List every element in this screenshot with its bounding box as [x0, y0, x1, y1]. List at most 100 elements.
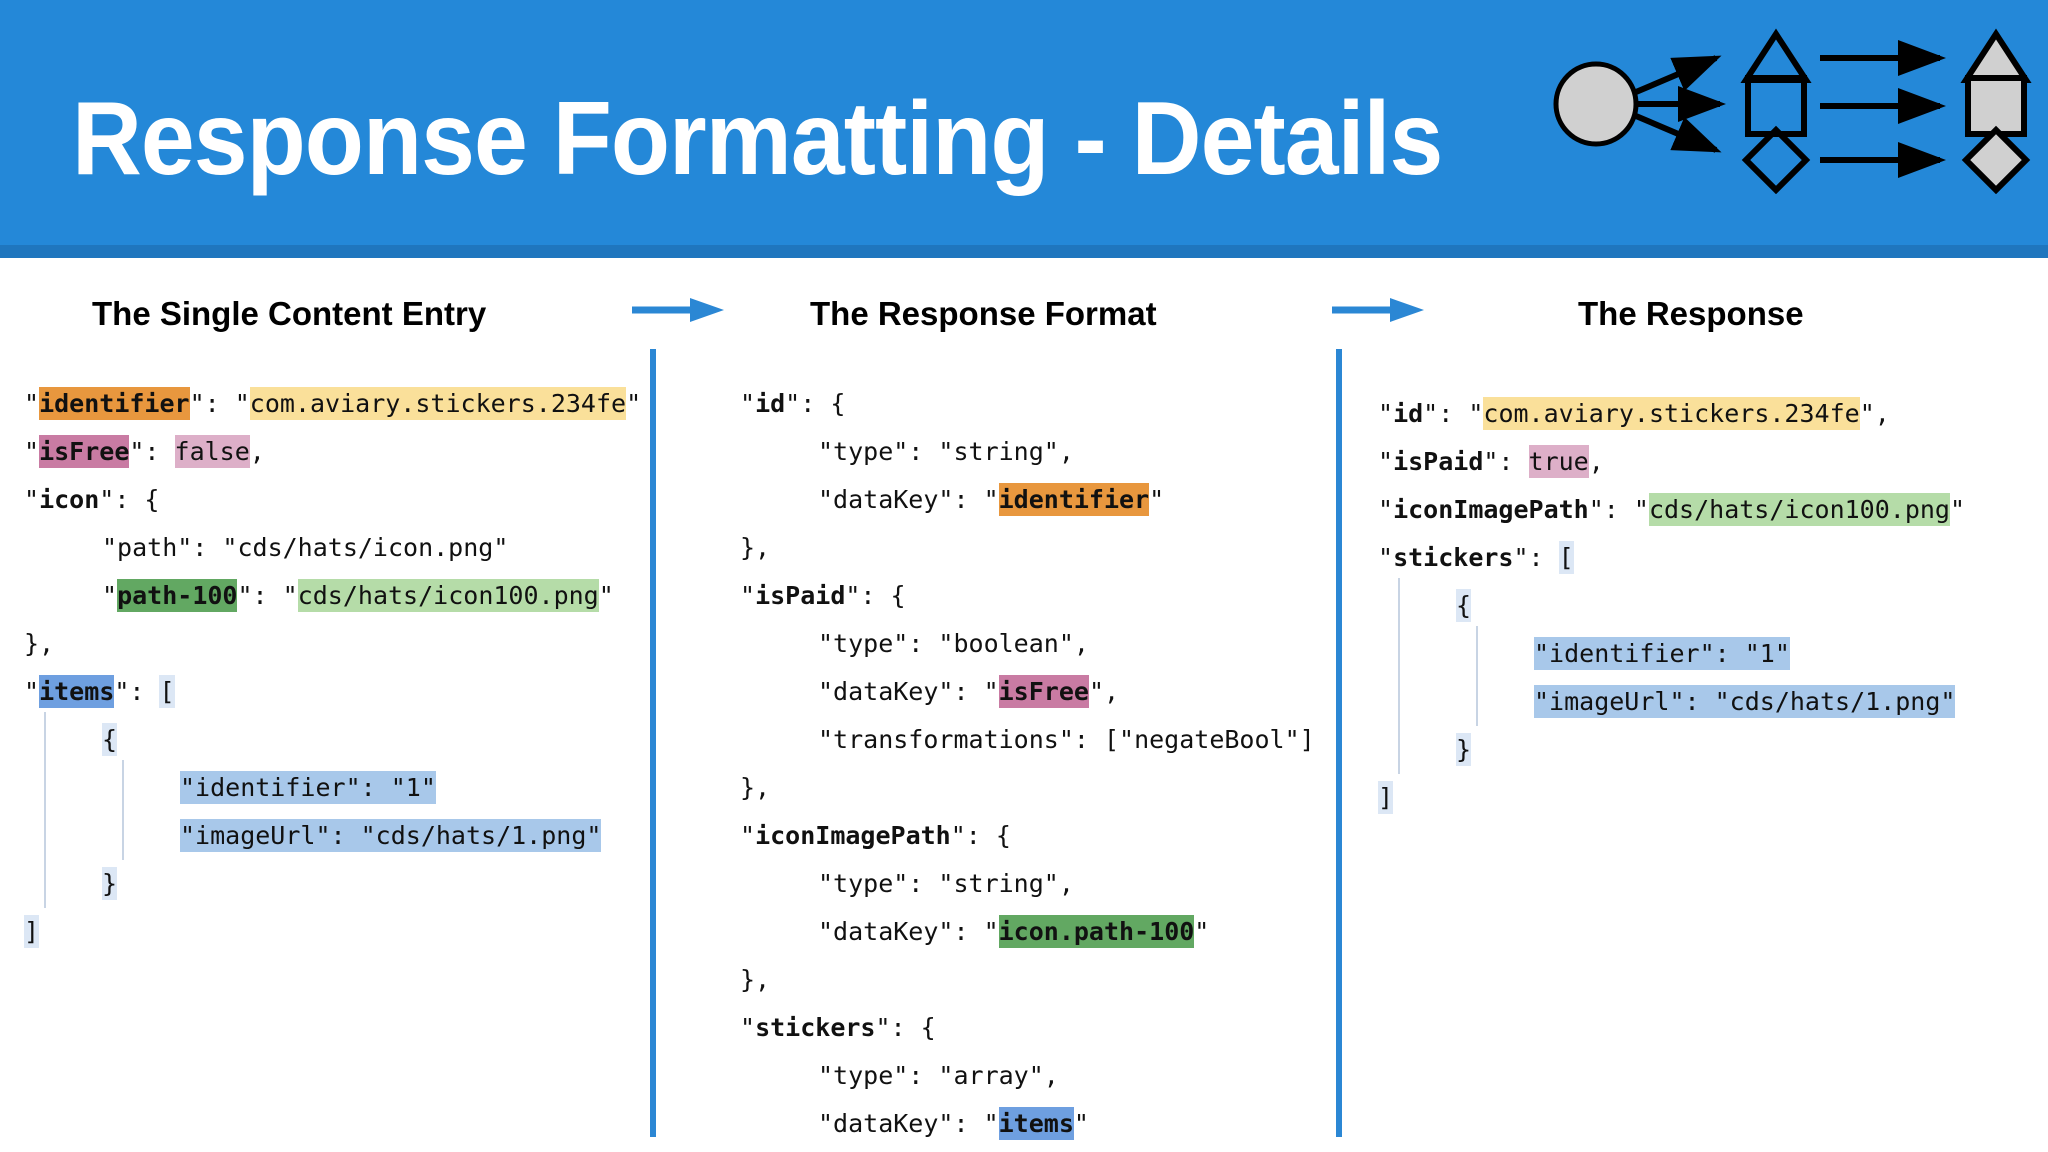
- code-token: },: [740, 773, 771, 802]
- column-heading-response-format: The Response Format: [810, 295, 1157, 332]
- indent-guide: [44, 712, 46, 764]
- code-token: "type": "string",: [818, 869, 1074, 898]
- code-token-highlight-blue-block: "identifier": "1": [180, 771, 436, 804]
- code-line: }: [1378, 722, 2028, 774]
- code-line: "isFree": false,: [24, 428, 634, 476]
- code-line-content: {: [1456, 589, 1472, 622]
- code-token: ",: [1088, 677, 1120, 706]
- code-token-highlight-orange-key: identifier: [39, 387, 190, 420]
- code-token: ": [740, 389, 756, 418]
- code-token: ":: [1513, 543, 1559, 572]
- code-token-highlight-pink-val: false: [174, 435, 250, 468]
- code-line-content: "path-100": "cds/hats/icon100.png": [102, 579, 614, 612]
- code-token-highlight-green-val: cds/hats/icon100.png: [1648, 493, 1950, 526]
- code-token-highlight-blue-faint: [: [1558, 541, 1574, 574]
- code-line: "identifier": "1": [24, 760, 634, 812]
- code-token: "transformations": ["negateBool"]: [818, 725, 1315, 754]
- code-line-content: },: [24, 629, 54, 658]
- code-token-highlight-green-key: path-100: [117, 579, 238, 612]
- code-token: ": ": [237, 581, 298, 610]
- diamond-filled-icon: [1961, 125, 2031, 195]
- code-line-content: "id": "com.aviary.stickers.234fe",: [1378, 397, 1890, 430]
- code-line-content: },: [740, 773, 770, 802]
- code-line: "isPaid": true,: [1378, 438, 2028, 486]
- code-token-highlight-blue-faint: {: [1456, 589, 1472, 622]
- code-token: ": [1149, 485, 1165, 514]
- code-token: ": [1378, 543, 1394, 572]
- code-line: "path-100": "cds/hats/icon100.png": [24, 572, 634, 620]
- code-line: "iconImagePath": "cds/hats/icon100.png": [1378, 486, 2028, 534]
- code-token: "dataKey": ": [818, 677, 999, 706]
- code-token-highlight-blue-faint: {: [102, 723, 118, 756]
- code-token-highlight-orange-val: com.aviary.stickers.234fe: [1483, 397, 1860, 430]
- header-band: Response Formatting - Details: [0, 0, 2048, 258]
- code-token: ": [24, 485, 40, 514]
- code-block-response-format: "id": {"type": "string","dataKey": "iden…: [740, 380, 1320, 1148]
- code-token: "dataKey": ": [818, 485, 999, 514]
- code-token-highlight-pink-key: isFree: [998, 675, 1089, 708]
- code-token: id: [755, 389, 786, 418]
- code-block-single-content-entry: " identifier ": " com.aviary.stickers.234fe…: [24, 380, 641, 956]
- code-token-highlight-blue-block: "identifier": "1": [1534, 637, 1790, 670]
- code-token: ": [1949, 495, 1966, 524]
- code-block-response: "id": "com.aviary.stickers.234fe","isPai…: [1378, 390, 2028, 822]
- code-line-content: "type": "boolean",: [818, 629, 1089, 658]
- code-line: }: [24, 856, 634, 908]
- indent-guide: [1398, 674, 1400, 726]
- code-line: "dataKey": "isFree",: [740, 668, 1320, 716]
- code-line-content: "dataKey": "icon.path-100": [818, 915, 1209, 948]
- arrow-right-icon-1: [632, 297, 724, 323]
- code-token: "dataKey": ": [818, 917, 999, 946]
- fan-out-transform-diagram: [1548, 14, 2048, 195]
- code-line-content: "iconImagePath": {: [740, 821, 1011, 850]
- header-underbar: [0, 245, 2048, 258]
- code-token: iconImagePath: [1393, 495, 1589, 524]
- indent-guide: [122, 760, 124, 812]
- code-token: "type": "string",: [818, 437, 1074, 466]
- code-line-content: "type": "string",: [818, 437, 1074, 466]
- code-token: ": [24, 677, 40, 706]
- code-line-content: ]: [1378, 781, 1394, 814]
- code-token-highlight-green-key: icon.path-100: [998, 915, 1195, 948]
- indent-guide: [1398, 722, 1400, 774]
- code-token: ": [740, 581, 756, 610]
- code-line: "id": {: [740, 380, 1320, 428]
- code-line-content: "iconImagePath": "cds/hats/icon100.png": [1378, 493, 1965, 526]
- code-line-content: "items": [: [24, 675, 175, 708]
- diamond-outline-icon: [1741, 125, 1811, 195]
- code-token: iconImagePath: [755, 821, 951, 850]
- code-line: },: [740, 524, 1320, 572]
- code-line: "stickers": {: [740, 1004, 1320, 1052]
- code-line-content: "imageUrl": "cds/hats/1.png": [1534, 685, 1956, 718]
- code-token-highlight-orange-val: com.aviary.stickers.234fe: [249, 387, 627, 420]
- code-line: "dataKey": "identifier": [740, 476, 1320, 524]
- square-filled-icon: [1965, 75, 2027, 137]
- code-line-content: {: [102, 723, 118, 756]
- code-line-content: "dataKey": "isFree",: [818, 675, 1120, 708]
- code-line: "type": "string",: [740, 860, 1320, 908]
- code-token-highlight-pink-key: isFree: [39, 435, 130, 468]
- code-line: "dataKey": "icon.path-100": [740, 908, 1320, 956]
- code-token: },: [740, 965, 771, 994]
- arrow-to-triangle-icon: [1634, 55, 1722, 95]
- code-token: ": [1378, 495, 1394, 524]
- code-token: stickers: [1393, 543, 1514, 572]
- code-token: ": {: [845, 581, 906, 610]
- code-token: ": [24, 437, 40, 466]
- indent-guide: [44, 760, 46, 812]
- code-token: ": [598, 581, 614, 610]
- code-token: ": {: [99, 485, 160, 514]
- indent-guide: [44, 856, 46, 908]
- diagram-svg: [1553, 28, 2032, 195]
- code-line-content: },: [740, 533, 770, 562]
- code-token-highlight-blue-block: "imageUrl": "cds/hats/1.png": [180, 819, 602, 852]
- code-token-highlight-blue-faint: ]: [24, 915, 40, 948]
- code-line-content: ]: [24, 915, 40, 948]
- triangle-outline-icon: [1740, 28, 1812, 83]
- code-line-content: "type": "array",: [818, 1061, 1059, 1090]
- code-token: ":: [114, 677, 160, 706]
- code-token-highlight-blue-key: items: [39, 675, 115, 708]
- code-line: "path": "cds/hats/icon.png": [24, 524, 634, 572]
- code-token: ": [1378, 399, 1394, 428]
- code-token: "dataKey": ": [818, 1109, 999, 1138]
